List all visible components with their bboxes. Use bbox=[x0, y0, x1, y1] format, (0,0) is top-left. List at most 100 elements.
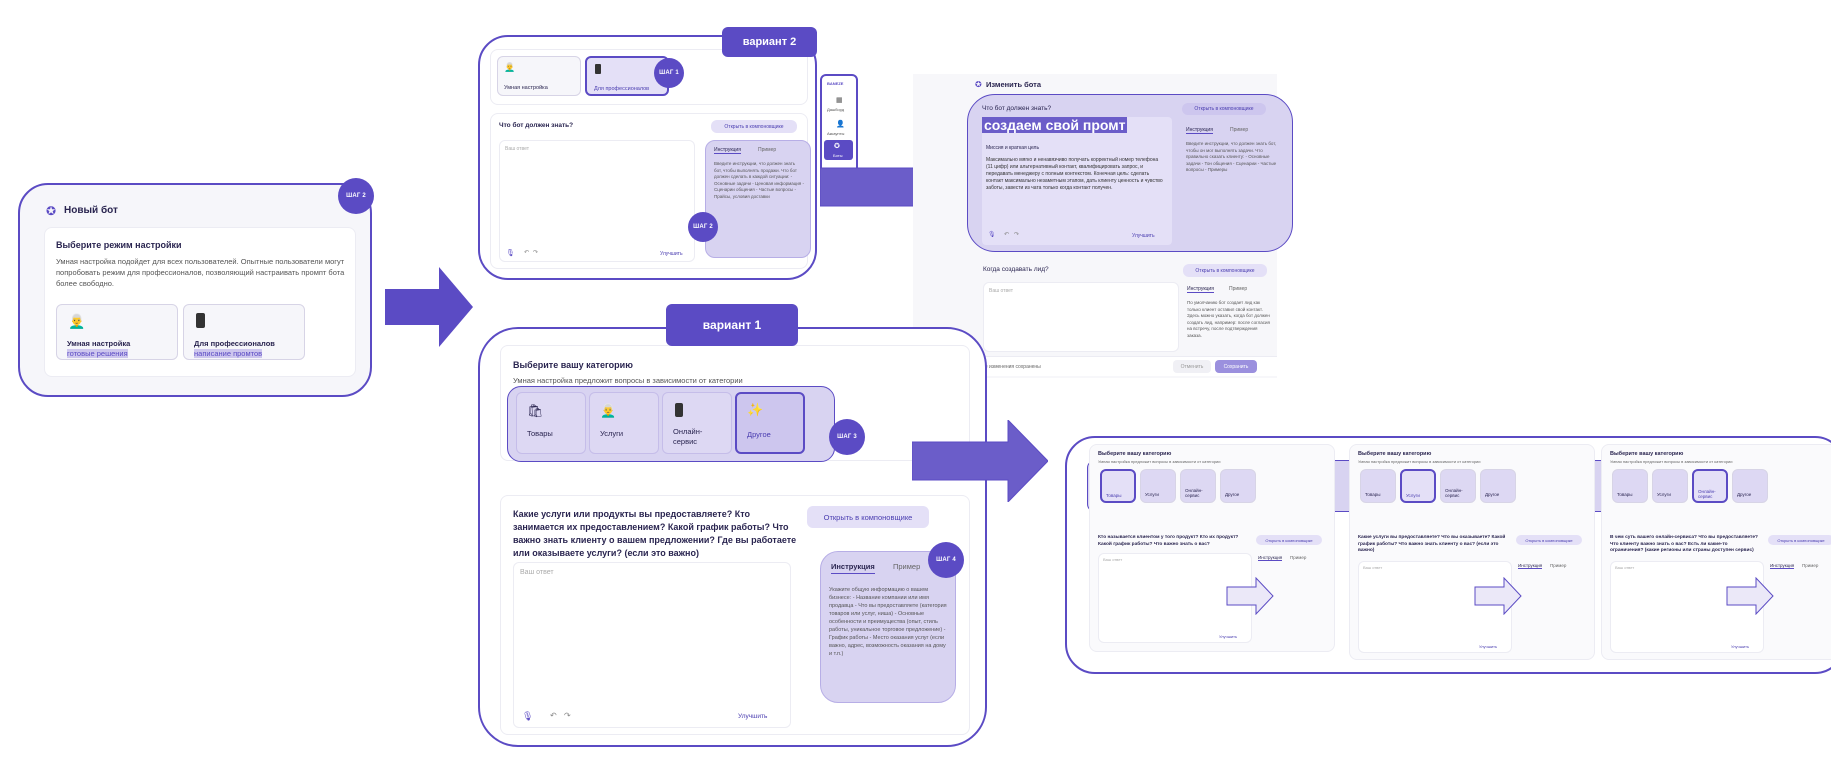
r2-tab-example[interactable]: Пример bbox=[1550, 563, 1567, 568]
edit-tab-instruction[interactable]: Инструкция bbox=[1186, 127, 1213, 134]
r2-cat-online[interactable]: Онлайн-сервис bbox=[1440, 469, 1476, 503]
edit-answer-input[interactable]: создаем свой промт Миссия и краткая цель… bbox=[982, 117, 1172, 245]
r1-improve-button[interactable]: Улучшить bbox=[1219, 634, 1238, 639]
save-bar: Все изменения сохранены Отменить Сохрани… bbox=[973, 356, 1277, 376]
v2-tab-instruction[interactable]: Инструкция bbox=[714, 147, 741, 154]
result-panel-1: Выберите вашу категорию Умная настройка … bbox=[1089, 444, 1335, 652]
v2-question-card: Что бот должен знать? Открыть в компонов… bbox=[490, 113, 808, 269]
lead-open-composer-button[interactable]: Открыть в компоновщике bbox=[1183, 264, 1267, 277]
category-services[interactable]: 👨‍🦳 Услуги bbox=[589, 392, 659, 454]
r1-cat-services-label: Услуги bbox=[1145, 492, 1159, 497]
sidebar-item-bots-label: Боты bbox=[833, 153, 843, 158]
r1-cat-services[interactable]: Услуги bbox=[1140, 469, 1176, 503]
r1-cat-other[interactable]: Другое bbox=[1220, 469, 1256, 503]
lead-tab-example[interactable]: Пример bbox=[1229, 286, 1248, 292]
r3-tab-instruction[interactable]: Инструкция bbox=[1770, 563, 1795, 569]
category-other[interactable]: ✨ Другое bbox=[735, 392, 805, 454]
lead-answer-input[interactable]: Ваш ответ bbox=[983, 282, 1179, 352]
r2-cat-goods[interactable]: Товары bbox=[1360, 469, 1396, 503]
r2-cat-services-label: Услуги bbox=[1406, 493, 1420, 498]
redo-icon[interactable]: ↷ bbox=[1014, 232, 1020, 238]
variant2-label: вариант 2 bbox=[722, 27, 817, 57]
option-pro-label: Для профессионалов bbox=[194, 339, 275, 348]
sidebar-item-accounts[interactable]: Аккаунты bbox=[827, 131, 845, 136]
accounts-icon[interactable]: 👤 bbox=[836, 121, 845, 128]
r1-tab-instruction[interactable]: Инструкция bbox=[1258, 555, 1283, 561]
step-badge-2: ШАГ 2 bbox=[338, 178, 374, 214]
r2-answer-input[interactable]: Ваш ответ Улучшить bbox=[1358, 561, 1512, 653]
phone-icon bbox=[595, 64, 601, 74]
r2-cat-other[interactable]: Другое bbox=[1480, 469, 1516, 503]
category-goods[interactable]: 🛍 Товары bbox=[516, 392, 586, 454]
v2-open-composer-button[interactable]: Открыть в компоновщике bbox=[711, 120, 797, 133]
bot-icon: ✪ bbox=[975, 80, 982, 89]
r2-tab-instruction[interactable]: Инструкция bbox=[1518, 563, 1543, 569]
v1-heading: Выберите вашу категорию bbox=[513, 360, 633, 370]
save-button[interactable]: Сохранить bbox=[1215, 360, 1257, 373]
r2-heading: Выберите вашу категорию bbox=[1358, 451, 1432, 457]
v1-tab-example[interactable]: Пример bbox=[893, 562, 921, 571]
option-professional[interactable]: Для профессионалов написание промтов bbox=[183, 304, 305, 360]
r1-heading: Выберите вашу категорию bbox=[1098, 451, 1172, 457]
r3-improve-button[interactable]: Улучшить bbox=[1731, 644, 1750, 649]
r2-cat-services[interactable]: Услуги bbox=[1400, 469, 1436, 503]
v2-option-smart[interactable]: 👨‍🦳 Умная настройка bbox=[497, 56, 581, 96]
category-online-service[interactable]: Онлайн-сервис bbox=[662, 392, 732, 454]
r3-cat-services[interactable]: Услуги bbox=[1652, 469, 1688, 503]
r1-tab-example[interactable]: Пример bbox=[1290, 555, 1307, 560]
dashboard-icon[interactable]: ▦ bbox=[836, 97, 843, 104]
sidebar-item-bots[interactable]: ✪ Боты bbox=[824, 140, 853, 160]
undo-icon[interactable]: ↶ bbox=[524, 250, 530, 256]
lead-tab-instruction[interactable]: Инструкция bbox=[1187, 286, 1214, 293]
step-badge-4: ШАГ 4 bbox=[928, 542, 964, 578]
r1-answer-input[interactable]: Ваш ответ Улучшить bbox=[1098, 553, 1252, 643]
edit-open-composer-button[interactable]: Открыть в компоновщике bbox=[1182, 103, 1266, 115]
r1-cat-online[interactable]: Онлайн-сервис bbox=[1180, 469, 1216, 503]
r1-cat-goods[interactable]: Товары bbox=[1100, 469, 1136, 503]
v2-open-composer-label: Открыть в компоновщике bbox=[724, 123, 784, 130]
person-icon: 👨‍🦳 bbox=[504, 62, 516, 72]
cancel-button[interactable]: Отменить bbox=[1173, 360, 1211, 373]
r3-answer-input[interactable]: Ваш ответ Улучшить bbox=[1610, 561, 1764, 653]
v1-open-composer-label: Открыть в компоновщике bbox=[823, 512, 913, 522]
person-icon: 👨‍🦳 bbox=[600, 403, 617, 418]
r3-tab-example[interactable]: Пример bbox=[1802, 563, 1819, 568]
r3-cat-goods[interactable]: Товары bbox=[1612, 469, 1648, 503]
sidebar-item-dashboard[interactable]: Дашборд bbox=[827, 107, 845, 112]
undo-icon[interactable]: ↶ bbox=[550, 711, 557, 720]
r1-open-composer-button[interactable]: Открыть в компоновщике bbox=[1256, 535, 1322, 545]
v2-improve-button[interactable]: Улучшить bbox=[660, 251, 683, 257]
redo-icon[interactable]: ↷ bbox=[533, 250, 539, 256]
phone-icon bbox=[196, 313, 205, 328]
results-frame: Выберите вашу категорию Умная настройка … bbox=[1065, 436, 1831, 674]
edit-title: Изменить бота bbox=[986, 80, 1042, 89]
v1-description: Умная настройка предложит вопросы в зави… bbox=[513, 376, 743, 385]
redo-icon[interactable]: ↷ bbox=[564, 711, 571, 720]
arrow-right-icon bbox=[1726, 577, 1774, 615]
r3-cat-goods-label: Товары bbox=[1617, 492, 1633, 497]
r3-cat-other[interactable]: Другое bbox=[1732, 469, 1768, 503]
v2-question: Что бот должен знать? bbox=[499, 122, 574, 129]
undo-icon[interactable]: ↶ bbox=[1004, 232, 1010, 238]
v1-category-card: Выберите вашу категорию Умная настройка … bbox=[500, 345, 970, 462]
mic-icon[interactable]: 🎙 bbox=[506, 250, 515, 257]
edit-bot-panel: ✪ Изменить бота Что бот должен знать? От… bbox=[913, 74, 1293, 378]
edit-tab-example[interactable]: Пример bbox=[1230, 127, 1249, 133]
v1-improve-button[interactable]: Улучшить bbox=[738, 713, 768, 720]
v2-tab-example[interactable]: Пример bbox=[758, 147, 777, 153]
r2-improve-button[interactable]: Улучшить bbox=[1479, 644, 1498, 649]
r3-cat-online[interactable]: Онлайн-сервис bbox=[1692, 469, 1728, 503]
variant1-label: вариант 1 bbox=[666, 304, 798, 346]
edit-improve-button[interactable]: Улучшить bbox=[1132, 233, 1155, 239]
r1-question: Кто называется клиентом у того продукт? … bbox=[1098, 535, 1239, 547]
v1-tab-instruction[interactable]: Инструкция bbox=[831, 562, 875, 574]
mic-icon[interactable]: 🎙 bbox=[522, 711, 534, 721]
option-smart-setup[interactable]: 👨‍🦳 Умная настройка готовые решения bbox=[56, 304, 178, 360]
v1-answer-input[interactable]: Ваш ответ 🎙 ↶ ↷ Улучшить bbox=[513, 562, 791, 728]
r3-open-composer-button[interactable]: Открыть в компоновщике bbox=[1768, 535, 1831, 545]
v1-open-composer-button[interactable]: Открыть в компоновщике bbox=[807, 506, 929, 528]
v2-answer-input[interactable]: Ваш ответ 🎙 ↶ ↷ Улучшить bbox=[499, 140, 695, 262]
step-badge-3: ШАГ 3 bbox=[829, 419, 865, 455]
r2-open-composer-button[interactable]: Открыть в компоновщике bbox=[1516, 535, 1582, 545]
mic-icon[interactable]: 🎙 bbox=[988, 232, 996, 238]
